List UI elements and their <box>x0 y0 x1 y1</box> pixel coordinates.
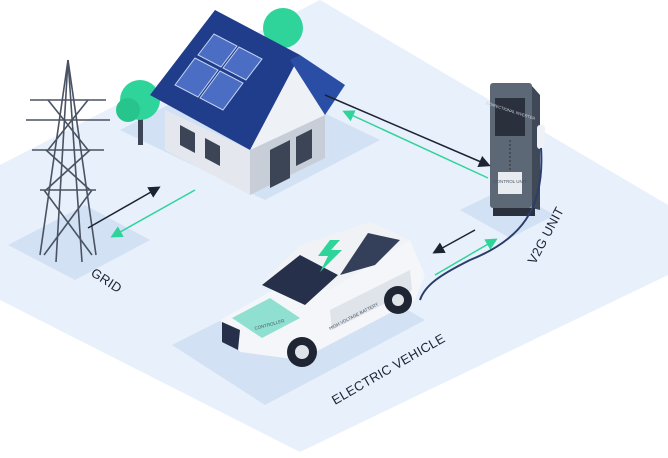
car-to-v2g-arrow <box>434 238 498 276</box>
control-unit <box>498 172 522 194</box>
v2g-charger: BIDIRECTIONAL INVERTER CONTROL UNIT <box>485 83 545 216</box>
svg-text:CONTROL UNIT: CONTROL UNIT <box>493 179 527 184</box>
v2g-to-car-arrow <box>432 229 476 254</box>
lightning-icon <box>318 240 342 272</box>
tree-icon <box>116 8 303 145</box>
controller <box>232 298 300 338</box>
power-pylon-icon <box>26 59 110 263</box>
electric-vehicle: CONTROLLER HIGH VOLTAGE BATTERY <box>220 222 425 367</box>
grid-to-house-arrow <box>87 186 161 229</box>
v2g-to-house-arrow <box>342 110 489 179</box>
grid-tile <box>8 205 150 280</box>
house-to-grid-arrow <box>110 189 196 238</box>
inverter-screen <box>495 98 525 136</box>
solar-panel-icon <box>174 33 263 111</box>
charging-cable <box>419 147 543 301</box>
house-to-v2g-arrow <box>324 94 491 167</box>
house <box>150 10 345 195</box>
